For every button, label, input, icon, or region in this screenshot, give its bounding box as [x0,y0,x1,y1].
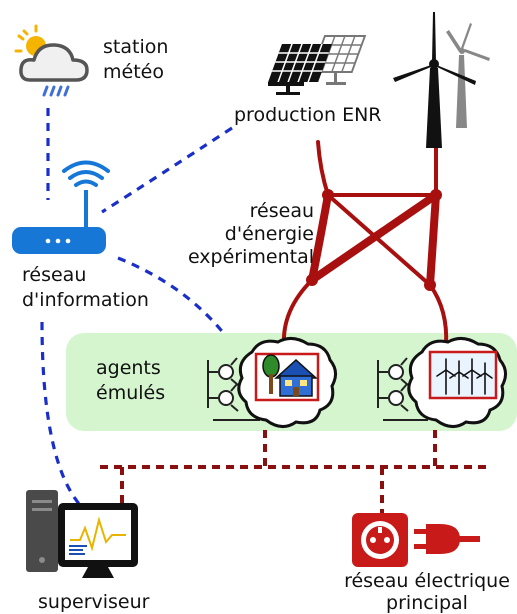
information-links [40,108,233,507]
agent-wind-farm [377,337,507,428]
energy-network-label-line1: réseau [250,200,314,222]
grid-label-line1: réseau électrique [344,570,510,592]
power-plug-icon [414,524,480,554]
wind-turbine-icon [393,12,490,148]
link-router-supervisor [40,321,82,507]
renewables-label: production ENR [234,104,381,126]
house-icon [262,354,318,397]
agents-label-line2: émulés [96,382,165,404]
energy-network-nodes [306,189,442,291]
weather-station-label-line1: station [103,36,168,58]
transistor-icon [377,357,428,421]
solar-panel-icon [268,35,367,95]
weather-station-label-line2: météo [103,61,164,83]
supervisor-label: superviseur [38,591,150,613]
desktop-computer-icon [26,490,138,578]
agent-house [207,337,337,428]
main-grid-links [100,430,488,513]
transistor-icon [207,357,260,421]
energy-network-label-line3: expérimental [188,246,314,268]
energy-network-label-line2: d'énergie [225,223,314,245]
link-renewables-router [101,126,233,214]
cloud-sun-rain-icon [14,24,89,97]
agents-label-line1: agents [96,357,161,379]
wind-farm-icon [436,358,493,395]
information-network-label-line2: d'information [22,289,149,311]
wifi-router-icon [12,160,110,254]
grid-label-line2: principal [386,592,468,614]
power-outlet-icon [352,513,408,567]
information-network-label-line1: réseau [22,264,86,286]
link-router-agents [117,256,227,336]
